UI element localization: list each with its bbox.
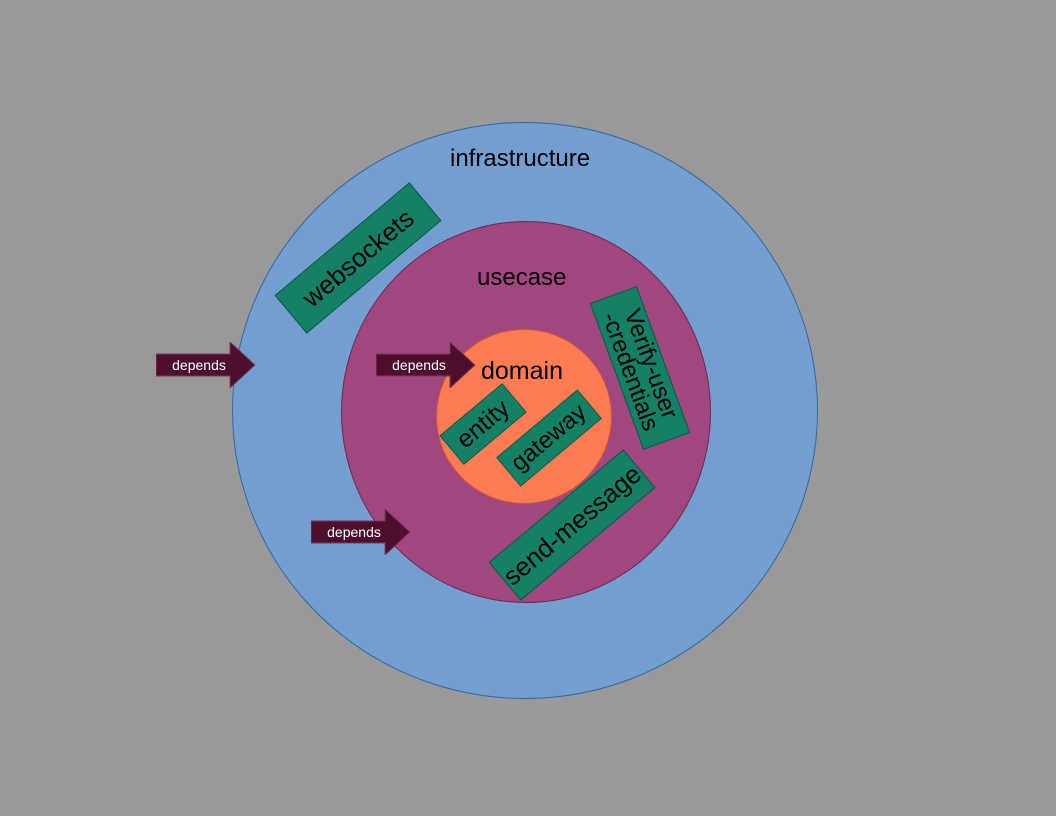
- arrow-right-icon: [376, 342, 476, 388]
- infrastructure-label: infrastructure: [450, 145, 591, 172]
- arrow-right-icon: [311, 509, 411, 555]
- depends-arrow-infrastructure: depends: [156, 342, 256, 388]
- depends-arrow-usecase-to-domain: depends: [376, 342, 476, 388]
- usecase-label: usecase: [477, 264, 567, 291]
- depends-label: depends: [392, 357, 446, 373]
- arrow-right-icon: [156, 342, 256, 388]
- depends-label: depends: [327, 524, 381, 540]
- domain-label: domain: [481, 357, 563, 385]
- depends-label: depends: [172, 357, 226, 373]
- depends-arrow-infrastructure-to-usecase: depends: [311, 509, 411, 555]
